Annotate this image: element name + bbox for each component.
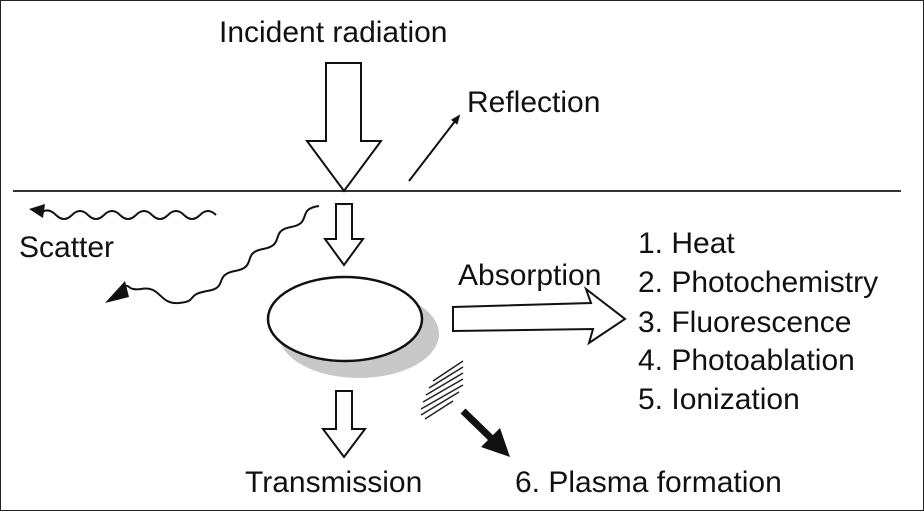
downward-arrow-upper [323, 203, 365, 267]
absorption-label: Absorption [458, 259, 601, 292]
scatter-label: Scatter [19, 231, 114, 264]
effect-heat: 1. Heat [638, 227, 735, 260]
scatter-wave-lower [122, 205, 320, 305]
plasma-hatch-lines [420, 360, 464, 420]
transmission-label: Transmission [245, 466, 422, 499]
absorption-effects-list: 1. Heat 2. Photochemistry 3. Fluorescenc… [638, 227, 878, 416]
scatter-wave-upper [40, 209, 217, 220]
incident-radiation-label: Incident radiation [219, 16, 448, 49]
effect-photochemistry: 2. Photochemistry [638, 266, 878, 299]
absorption-arrow [452, 286, 627, 346]
scatter-arrowhead-lower [105, 281, 129, 303]
plasma-arrow [460, 408, 510, 457]
incident-arrow [305, 62, 383, 193]
effect-fluorescence: 3. Fluorescence [638, 306, 851, 339]
scatter-arrowhead-upper [29, 204, 45, 218]
transmission-arrow [321, 390, 367, 459]
effect-photoablation: 4. Photoablation [638, 344, 855, 377]
effect-ionization: 5. Ionization [638, 383, 800, 416]
reflection-label: Reflection [467, 86, 600, 119]
plasma-formation-label: 6. Plasma formation [515, 466, 782, 499]
target-ellipse [266, 275, 424, 363]
reflection-arrow [408, 114, 461, 182]
